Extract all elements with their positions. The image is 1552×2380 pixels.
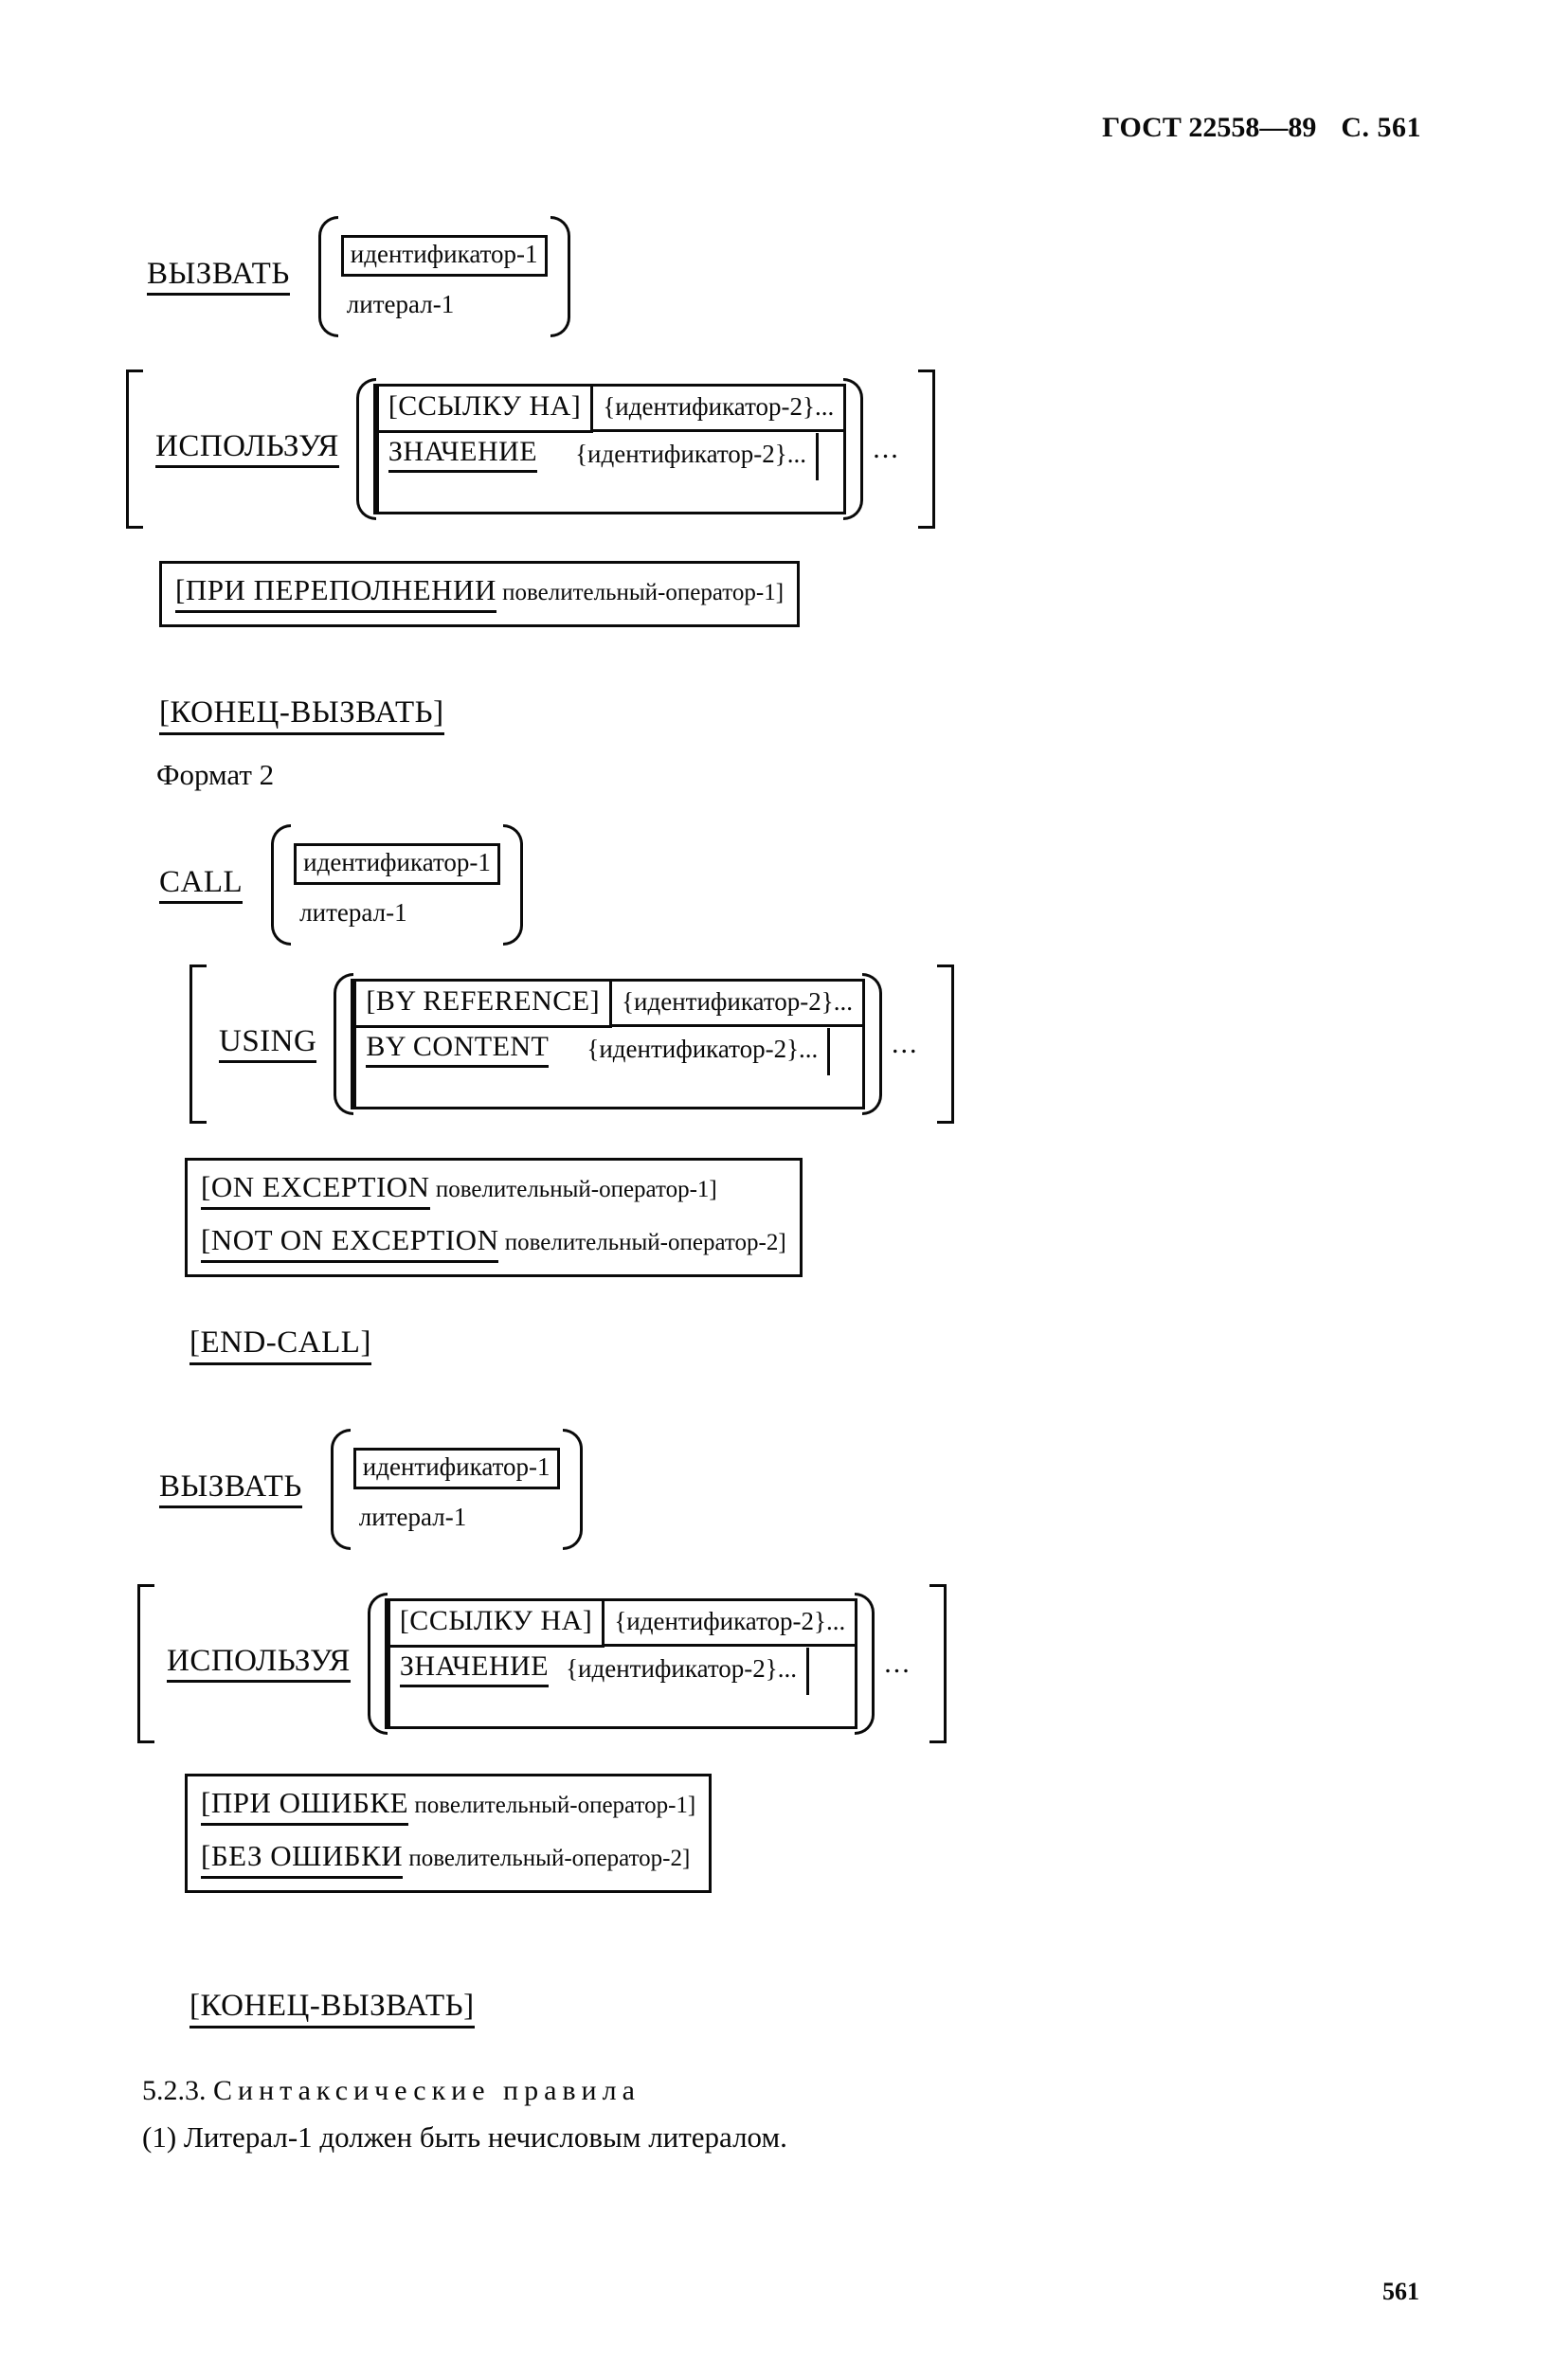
syntax-rules-heading: 5.2.3. Синтаксические правила [142,2075,641,2107]
format2ru-terminator-row: [КОНЕЦ-ВЫЗВАТЬ] [189,1990,475,2028]
keyword-ispolzuya: ИСПОЛЬЗУЯ [155,429,339,469]
format2-using-row: USING [BY REFERENCE] {идентификатор-2}..… [185,965,959,1124]
repeat-ellipsis: ... [892,1028,919,1059]
operand-literal-1: литерал-1 [358,1502,467,1531]
exception-keyword-on: [ON EXCEPTION [201,1170,430,1210]
repeat-ellipsis: ... [884,1648,911,1679]
using-option-row-1: [ССЫЛКУ НА] {идентификатор-2}... [378,387,844,433]
operand-literal-1: литерал-1 [299,897,407,927]
option-by-reference: [BY REFERENCE] [366,985,601,1017]
option-ssylku-na: [ССЫЛКУ НА] [388,390,582,422]
using-option-row-1: [ССЫЛКУ НА] {идентификатор-2}... [389,1601,856,1648]
brace-right [843,378,867,520]
bracket-right [929,1584,951,1743]
brace-right [855,1593,878,1735]
error-phrase-box: [ПРИ ОШИБКЕ повелительный-оператор-1] [Б… [185,1774,713,1893]
standard-designation: ГОСТ 22558—89 [1102,112,1317,143]
error-line-1: [ПРИ ОШИБКЕ повелительный-оператор-1] [201,1786,695,1826]
option-znachenie: ЗНАЧЕНИЕ [399,1651,550,1687]
using-option-row-2: ЗНАЧЕНИЕ {идентификатор-2}... [390,1648,855,1695]
format1-verb-row: ВЫЗВАТЬ идентификатор-1 литерал-1 [147,216,574,337]
brace-right [562,1429,587,1550]
error-keyword-bez-oshibki: [БЕЗ ОШИБКИ [201,1839,404,1879]
repeat-ellipsis: ... [873,433,900,464]
brace-left [330,973,354,1115]
format1-overflow-row: [ПРИ ПЕРЕПОЛНЕНИИ повелительный-оператор… [159,561,801,627]
exception-line-1: [ON EXCEPTION повелительный-оператор-1] [201,1170,786,1210]
option-znachenie: ЗНАЧЕНИЕ [388,437,538,473]
option-ssylku-na: [ССЫЛКУ НА] [399,1605,593,1636]
overflow-keyword: [ПРИ ПЕРЕПОЛНЕНИИ [175,573,496,613]
keyword-ispolzuya: ИСПОЛЬЗУЯ [167,1644,351,1684]
bracket-left [185,965,207,1124]
using-options-brace: [ССЫЛКУ НА] {идентификатор-2}... ЗНАЧЕНИ… [364,1593,878,1735]
format1-terminator-row: [КОНЕЦ-ВЫЗВАТЬ] [159,696,444,735]
operand-identifier-1: идентификатор-1 [340,234,548,277]
page-header: ГОСТ 22558—89 С. 561 [1102,112,1421,144]
brace-left [352,378,376,520]
exception-line-2: [NOT ON EXCEPTION повелительный-оператор… [201,1223,786,1263]
format2ru-verb-row: ВЫЗВАТЬ идентификатор-1 литерал-1 [159,1429,587,1550]
bracket-left [121,370,143,529]
keyword-vyzvat: ВЫЗВАТЬ [159,1469,302,1509]
terminator-konec-vyzvat: [КОНЕЦ-ВЫЗВАТЬ] [189,1990,475,2028]
brace-left [327,1429,351,1550]
using-option-box: [BY REFERENCE] {идентификатор-2}... BY C… [353,979,865,1109]
section-number: 5.2.3. [142,2075,207,2106]
operand-identifier-1: идентификатор-1 [352,1447,560,1489]
brace-right [502,824,527,946]
brace-left [315,216,338,337]
option-value-identifier-2: {идентификатор-2}... [622,986,853,1016]
format1-using-row: ИСПОЛЬЗУЯ [ССЫЛКУ НА] {идентификатор-2}.… [121,370,940,529]
using-option-box: [ССЫЛКУ НА] {идентификатор-2}... ЗНАЧЕНИ… [375,384,847,514]
format2-exception-row: [ON EXCEPTION повелительный-оператор-1] … [185,1158,803,1277]
format2-heading: Формат 2 [156,758,275,791]
syntax-rule-item-1: (1) Литерал-1 должен быть нечисловым лит… [142,2120,787,2154]
option-value-identifier-2: {идентификатор-2}... [575,440,807,469]
option-value-identifier-2: {идентификатор-2}... [566,1654,798,1684]
terminator-konec-vyzvat: [КОНЕЦ-ВЫЗВАТЬ] [159,696,444,735]
exception-phrase-box: [ON EXCEPTION повелительный-оператор-1] … [185,1158,803,1277]
format2-verb-row: CALL идентификатор-1 литерал-1 [159,824,527,946]
page-label: С. 561 [1341,112,1421,143]
bracket-left [133,1584,154,1743]
section-title: Синтаксические правила [213,2075,641,2106]
using-options-brace: [BY REFERENCE] {идентификатор-2}... BY C… [330,973,886,1115]
operand-literal-1: литерал-1 [346,289,455,318]
format2ru-using-row: ИСПОЛЬЗУЯ [ССЫЛКУ НА] {идентификатор-2}.… [133,1584,951,1743]
terminator-end-call: [END-CALL] [189,1326,371,1365]
error-keyword-pri-oshibke: [ПРИ ОШИБКЕ [201,1786,409,1826]
format1-operand-brace: идентификатор-1 литерал-1 [315,216,574,337]
brace-right [862,973,886,1115]
keyword-call: CALL [159,865,244,905]
using-option-row-2: BY CONTENT {идентификатор-2}... [356,1028,862,1075]
page-footer: 561 [1382,2278,1419,2305]
error-line-2: [БЕЗ ОШИБКИ повелительный-оператор-2] [201,1839,695,1879]
brace-right [550,216,574,337]
overflow-line: [ПРИ ПЕРЕПОЛНЕНИИ повелительный-оператор… [175,573,784,613]
keyword-using: USING [219,1024,317,1064]
using-options-brace: [ССЫЛКУ НА] {идентификатор-2}... ЗНАЧЕНИ… [352,378,867,520]
keyword-vyzvat: ВЫЗВАТЬ [147,257,290,297]
using-option-row-1: [BY REFERENCE] {идентификатор-2}... [356,982,862,1028]
format2ru-operand-brace: идентификатор-1 литерал-1 [327,1429,587,1550]
format2-operand-brace: идентификатор-1 литерал-1 [267,824,527,946]
option-value-identifier-2: {идентификатор-2}... [587,1035,819,1064]
option-value-identifier-2: {идентификатор-2}... [614,1606,846,1635]
option-value-identifier-2: {идентификатор-2}... [603,391,835,421]
bracket-right [917,370,940,529]
using-option-row-2: ЗНАЧЕНИЕ {идентификатор-2}... [379,433,843,480]
brace-left [267,824,292,946]
using-option-box: [ССЫЛКУ НА] {идентификатор-2}... ЗНАЧЕНИ… [387,1598,858,1729]
bracket-right [936,965,959,1124]
brace-left [364,1593,388,1735]
operand-identifier-1: идентификатор-1 [294,842,500,885]
exception-keyword-not-on: [NOT ON EXCEPTION [201,1223,499,1263]
format2ru-error-row: [ПРИ ОШИБКЕ повелительный-оператор-1] [Б… [185,1774,713,1893]
overflow-phrase-box: [ПРИ ПЕРЕПОЛНЕНИИ повелительный-оператор… [159,561,801,627]
format2-terminator-row: [END-CALL] [189,1326,371,1365]
option-by-content: BY CONTENT [366,1032,550,1068]
